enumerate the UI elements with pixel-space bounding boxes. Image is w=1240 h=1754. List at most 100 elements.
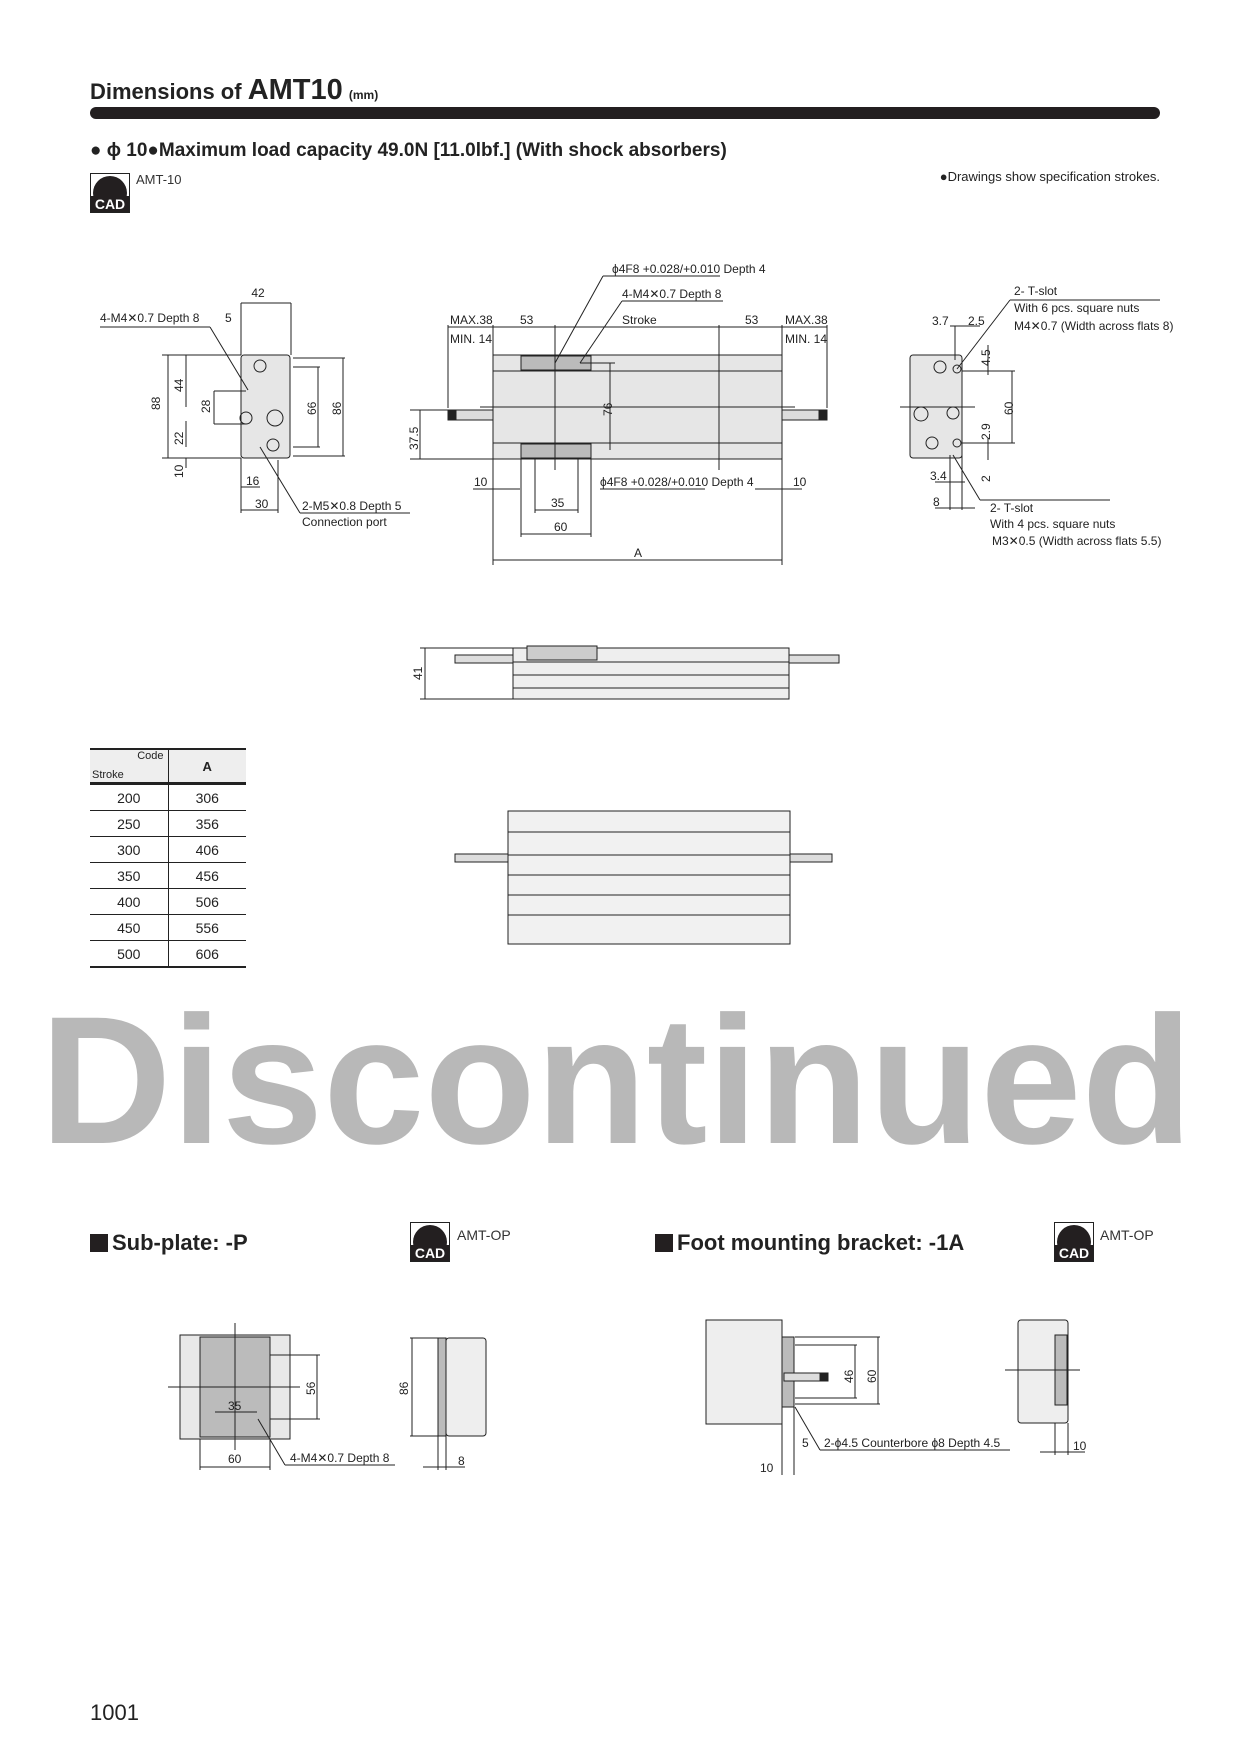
dim-10-left: 10	[474, 475, 488, 489]
dim-2: 2	[979, 475, 993, 482]
a-cell: 406	[168, 836, 246, 863]
strokes-note: ●Drawings show specification strokes.	[939, 169, 1160, 184]
ft-dim-10b: 10	[1073, 1439, 1087, 1453]
dim-5: 5	[225, 311, 232, 325]
dim-10: 10	[172, 464, 186, 478]
callout-m5: 2-M5✕0.8 Depth 5	[302, 499, 402, 513]
sp-dim-8: 8	[458, 1454, 465, 1468]
cad-label: CAD	[411, 1245, 449, 1261]
model-name: AMT10	[247, 74, 343, 106]
ft-dim-60: 60	[865, 1369, 879, 1383]
subplate-drawing	[168, 1323, 487, 1470]
sp-callout: 4-M4✕0.7 Depth 8	[290, 1451, 390, 1465]
foot-bracket-drawing	[705, 1319, 1085, 1475]
stroke-cell: 350	[90, 862, 169, 889]
max-38-right: MAX.38	[785, 313, 828, 327]
dim-44: 44	[172, 378, 186, 392]
header-stroke: Stroke	[92, 769, 124, 781]
cad-code: AMT-10	[136, 172, 182, 187]
tslot-bottom-thread: M3✕0.5 (Width across flats 5.5)	[992, 534, 1161, 548]
a-cell: 506	[168, 888, 246, 915]
dim-3-4: 3.4	[930, 469, 947, 483]
subplate-heading: Sub-plate: -P	[90, 1230, 248, 1256]
dim-2-5: 2.5	[968, 314, 985, 328]
ft-dim-46: 46	[842, 1369, 856, 1383]
center-top-view	[410, 275, 828, 565]
a-cell: 306	[168, 783, 246, 811]
dim-41: 41	[411, 666, 425, 680]
ft-callout: 2-ϕ4.5 Counterbore ϕ8 Depth 4.5	[824, 1436, 1001, 1450]
sp-dim-60: 60	[228, 1452, 242, 1466]
dim-28: 28	[199, 399, 213, 413]
stroke-cell: 300	[90, 836, 169, 863]
a-cell: 456	[168, 862, 246, 889]
dim-37-5: 37.5	[407, 426, 421, 450]
bottom-side-view	[454, 810, 833, 945]
ft-dim-10: 10	[760, 1461, 774, 1475]
cad-label: CAD	[91, 196, 129, 212]
dim-10-right: 10	[793, 475, 807, 489]
dim-53-right: 53	[745, 313, 759, 327]
dim-88: 88	[149, 396, 163, 410]
max-38-left: MAX.38	[450, 313, 493, 327]
tslot-bottom: 2- T-slot	[990, 501, 1034, 515]
foot-cad-code: AMT-OP	[1100, 1227, 1154, 1243]
callout-pin-bottom: ϕ4F8 +0.028/+0.010 Depth 4	[600, 475, 754, 489]
connection-port-label: Connection port	[302, 515, 387, 529]
cad-icon-subplate[interactable]: CAD	[410, 1222, 450, 1262]
callout-pin-top: ϕ4F8 +0.028/+0.010 Depth 4	[612, 262, 766, 276]
dim-22: 22	[172, 431, 186, 445]
cad-icon-foot[interactable]: CAD	[1054, 1222, 1094, 1262]
dim-35: 35	[551, 496, 565, 510]
page-title: Dimensions of AMT10 (mm)	[90, 74, 378, 107]
square-bullet-icon	[90, 1234, 108, 1252]
tslot-bottom-nuts: With 4 pcs. square nuts	[990, 517, 1115, 531]
subplate-cad-code: AMT-OP	[457, 1227, 511, 1243]
dim-30: 30	[255, 497, 269, 511]
a-cell: 556	[168, 914, 246, 941]
stroke-cell: 500	[90, 940, 169, 968]
stroke-cell: 450	[90, 914, 169, 941]
min-14-right: MIN. 14	[785, 332, 827, 346]
a-cell: 356	[168, 810, 246, 837]
header-code: Code	[137, 750, 164, 762]
dim-60-right: 60	[1002, 401, 1016, 415]
dim-86: 86	[330, 401, 344, 415]
tslot-top: 2- T-slot	[1014, 284, 1058, 298]
sp-dim-56: 56	[304, 1381, 318, 1395]
cad-icon[interactable]: CAD	[90, 173, 130, 213]
square-bullet-icon	[655, 1234, 673, 1252]
header-a: A	[168, 748, 246, 785]
title-prefix: Dimensions of	[90, 79, 248, 104]
dim-60: 60	[554, 520, 568, 534]
tslot-top-thread: M4✕0.7 (Width across flats 8)	[1014, 319, 1173, 333]
dim-8: 8	[933, 495, 940, 509]
side-view	[420, 645, 840, 700]
sp-dim-35: 35	[228, 1399, 242, 1413]
stroke-label: Stroke	[622, 313, 657, 327]
title-rule	[90, 107, 1160, 119]
sp-dim-86: 86	[397, 1381, 411, 1395]
dim-16: 16	[246, 474, 260, 488]
foot-title: Foot mounting bracket: -1A	[677, 1230, 965, 1255]
spec-subtitle: ● ϕ 10●Maximum load capacity 49.0N [11.0…	[90, 140, 727, 161]
dim-2-9: 2.9	[979, 423, 993, 440]
min-14-left: MIN. 14	[450, 332, 492, 346]
callout-m4-top: 4-M4✕0.7 Depth 8	[622, 287, 722, 301]
a-cell: 606	[168, 940, 246, 968]
dim-4-5: 4.5	[979, 349, 993, 366]
dim-53-left: 53	[520, 313, 534, 327]
cad-label: CAD	[1055, 1245, 1093, 1261]
dim-a: A	[634, 546, 642, 560]
stroke-cell: 400	[90, 888, 169, 915]
